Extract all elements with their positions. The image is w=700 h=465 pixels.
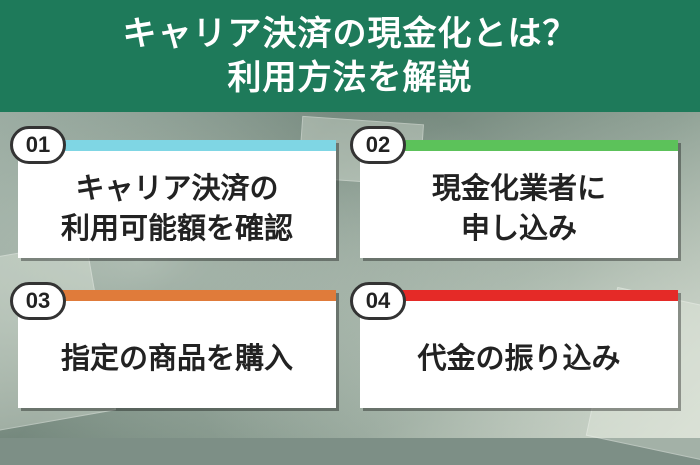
step-3-number-badge: 03 (10, 282, 66, 320)
step-card-4: 代金の振り込み (360, 290, 678, 408)
step-2-accent-bar (360, 140, 678, 151)
title-line-2: 利用方法を解説 (227, 58, 473, 98)
step-card-2: 現金化業者に 申し込み (360, 140, 678, 258)
step-1-number-badge: 01 (10, 126, 66, 164)
step-4-number-badge: 04 (350, 282, 406, 320)
step-2-text: 現金化業者に 申し込み (360, 158, 678, 258)
step-2-number-badge: 02 (350, 126, 406, 164)
step-1-line-1: キャリア決済の (75, 171, 279, 205)
title-line-1: キャリア決済の現金化とは？ (122, 14, 578, 54)
step-1-text: キャリア決済の 利用可能額を確認 (18, 158, 336, 258)
step-card-1: キャリア決済の 利用可能額を確認 (18, 140, 336, 258)
step-2-line-2: 申し込み (460, 211, 577, 245)
step-3-accent-bar (18, 290, 336, 301)
step-card-3: 指定の商品を購入 (18, 290, 336, 408)
title-banner: キャリア決済の現金化とは？ 利用方法を解説 (0, 0, 700, 112)
step-1-line-2: 利用可能額を確認 (60, 211, 293, 245)
step-3-line-1: 指定の商品を購入 (60, 341, 293, 375)
step-4-line-1: 代金の振り込み (417, 341, 621, 375)
step-4-text: 代金の振り込み (360, 308, 678, 408)
step-1-accent-bar (18, 140, 336, 151)
step-4-accent-bar (360, 290, 678, 301)
step-3-text: 指定の商品を購入 (18, 308, 336, 408)
step-2-line-1: 現金化業者に (431, 171, 606, 205)
